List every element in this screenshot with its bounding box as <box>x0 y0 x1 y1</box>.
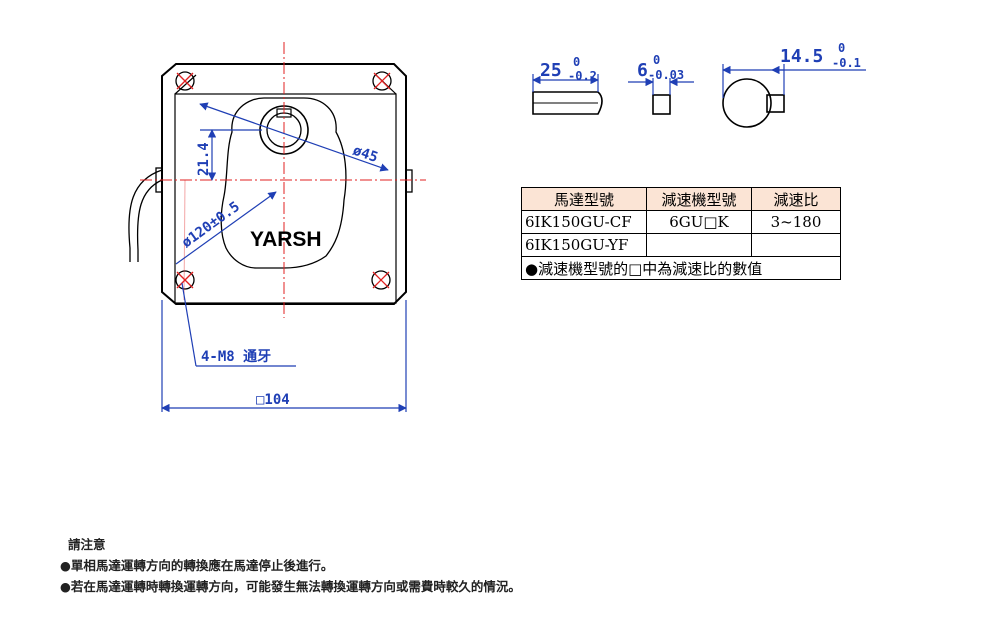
dim-key-width-lower: -0.03 <box>648 68 684 82</box>
dim-square: □104 <box>256 392 290 408</box>
dim-key-height-lower: -0.1 <box>832 56 861 70</box>
dim-phi45: ø45 <box>351 143 380 166</box>
dim-thread: 4-M8 通牙 <box>201 349 271 365</box>
shaft-detail-views <box>532 78 785 128</box>
notes-title: 請注意 <box>68 537 106 552</box>
motor-front-view <box>128 63 413 305</box>
header-ratio: 減速比 <box>751 187 841 211</box>
table-row: 6IK150GU-YF <box>521 233 841 257</box>
mounting-hole-tl <box>175 71 195 91</box>
dim-key-height: 14.5 <box>780 46 823 67</box>
header-gearbox-model: 減速機型號 <box>646 187 752 211</box>
brand-label: YARSH <box>250 228 322 251</box>
shaft-dimension-labels: 25 0 -0.2 6 0 -0.03 14.5 0 -0.1 <box>540 41 861 83</box>
gearbox-model-cell: 6GU□K <box>646 210 752 234</box>
note-item: ●若在馬達運轉時轉換運轉方向，可能發生無法轉換運轉方向或需費時較久的情況。 <box>60 579 521 594</box>
dim-key-height-upper: 0 <box>838 41 845 55</box>
motor-model-cell: 6IK150GU-YF <box>521 233 647 257</box>
mounting-hole-bl <box>175 270 195 290</box>
ratio-cell: 3~180 <box>751 210 841 234</box>
notes-section: 請注意 ●單相馬達運轉方向的轉換應在馬達停止後進行。 ●若在馬達運轉時轉換運轉方… <box>60 534 521 597</box>
dim-21-4: 21.4 <box>196 142 212 176</box>
dimension-lines <box>161 102 407 413</box>
note-item: ●單相馬達運轉方向的轉換應在馬達停止後進行。 <box>60 558 334 573</box>
mounting-hole-br <box>371 270 391 290</box>
dim-shaft-length-upper: 0 <box>573 55 580 69</box>
ratio-cell <box>751 233 841 257</box>
table-row: 6IK150GU-CF 6GU□K 3~180 <box>521 210 841 234</box>
shaft-dimension-lines <box>532 64 866 98</box>
dim-shaft-length: 25 <box>540 60 562 81</box>
gearbox-model-cell <box>646 233 752 257</box>
model-table-header: 馬達型號 減速機型號 減速比 <box>521 187 841 211</box>
dim-phi120: ø120±0.5 <box>179 199 243 252</box>
dim-key-width: 6 <box>637 60 648 81</box>
table-note: ●減速機型號的□中為減速比的數值 <box>521 256 841 280</box>
mounting-hole-tr <box>372 71 392 91</box>
centerlines <box>140 42 426 318</box>
motor-model-cell: 6IK150GU-CF <box>521 210 647 234</box>
header-motor-model: 馬達型號 <box>521 187 647 211</box>
model-table: 馬達型號 減速機型號 減速比 6IK150GU-CF 6GU□K 3~180 6… <box>521 187 841 280</box>
dim-shaft-length-lower: -0.2 <box>568 69 597 83</box>
dim-key-width-upper: 0 <box>653 53 660 67</box>
